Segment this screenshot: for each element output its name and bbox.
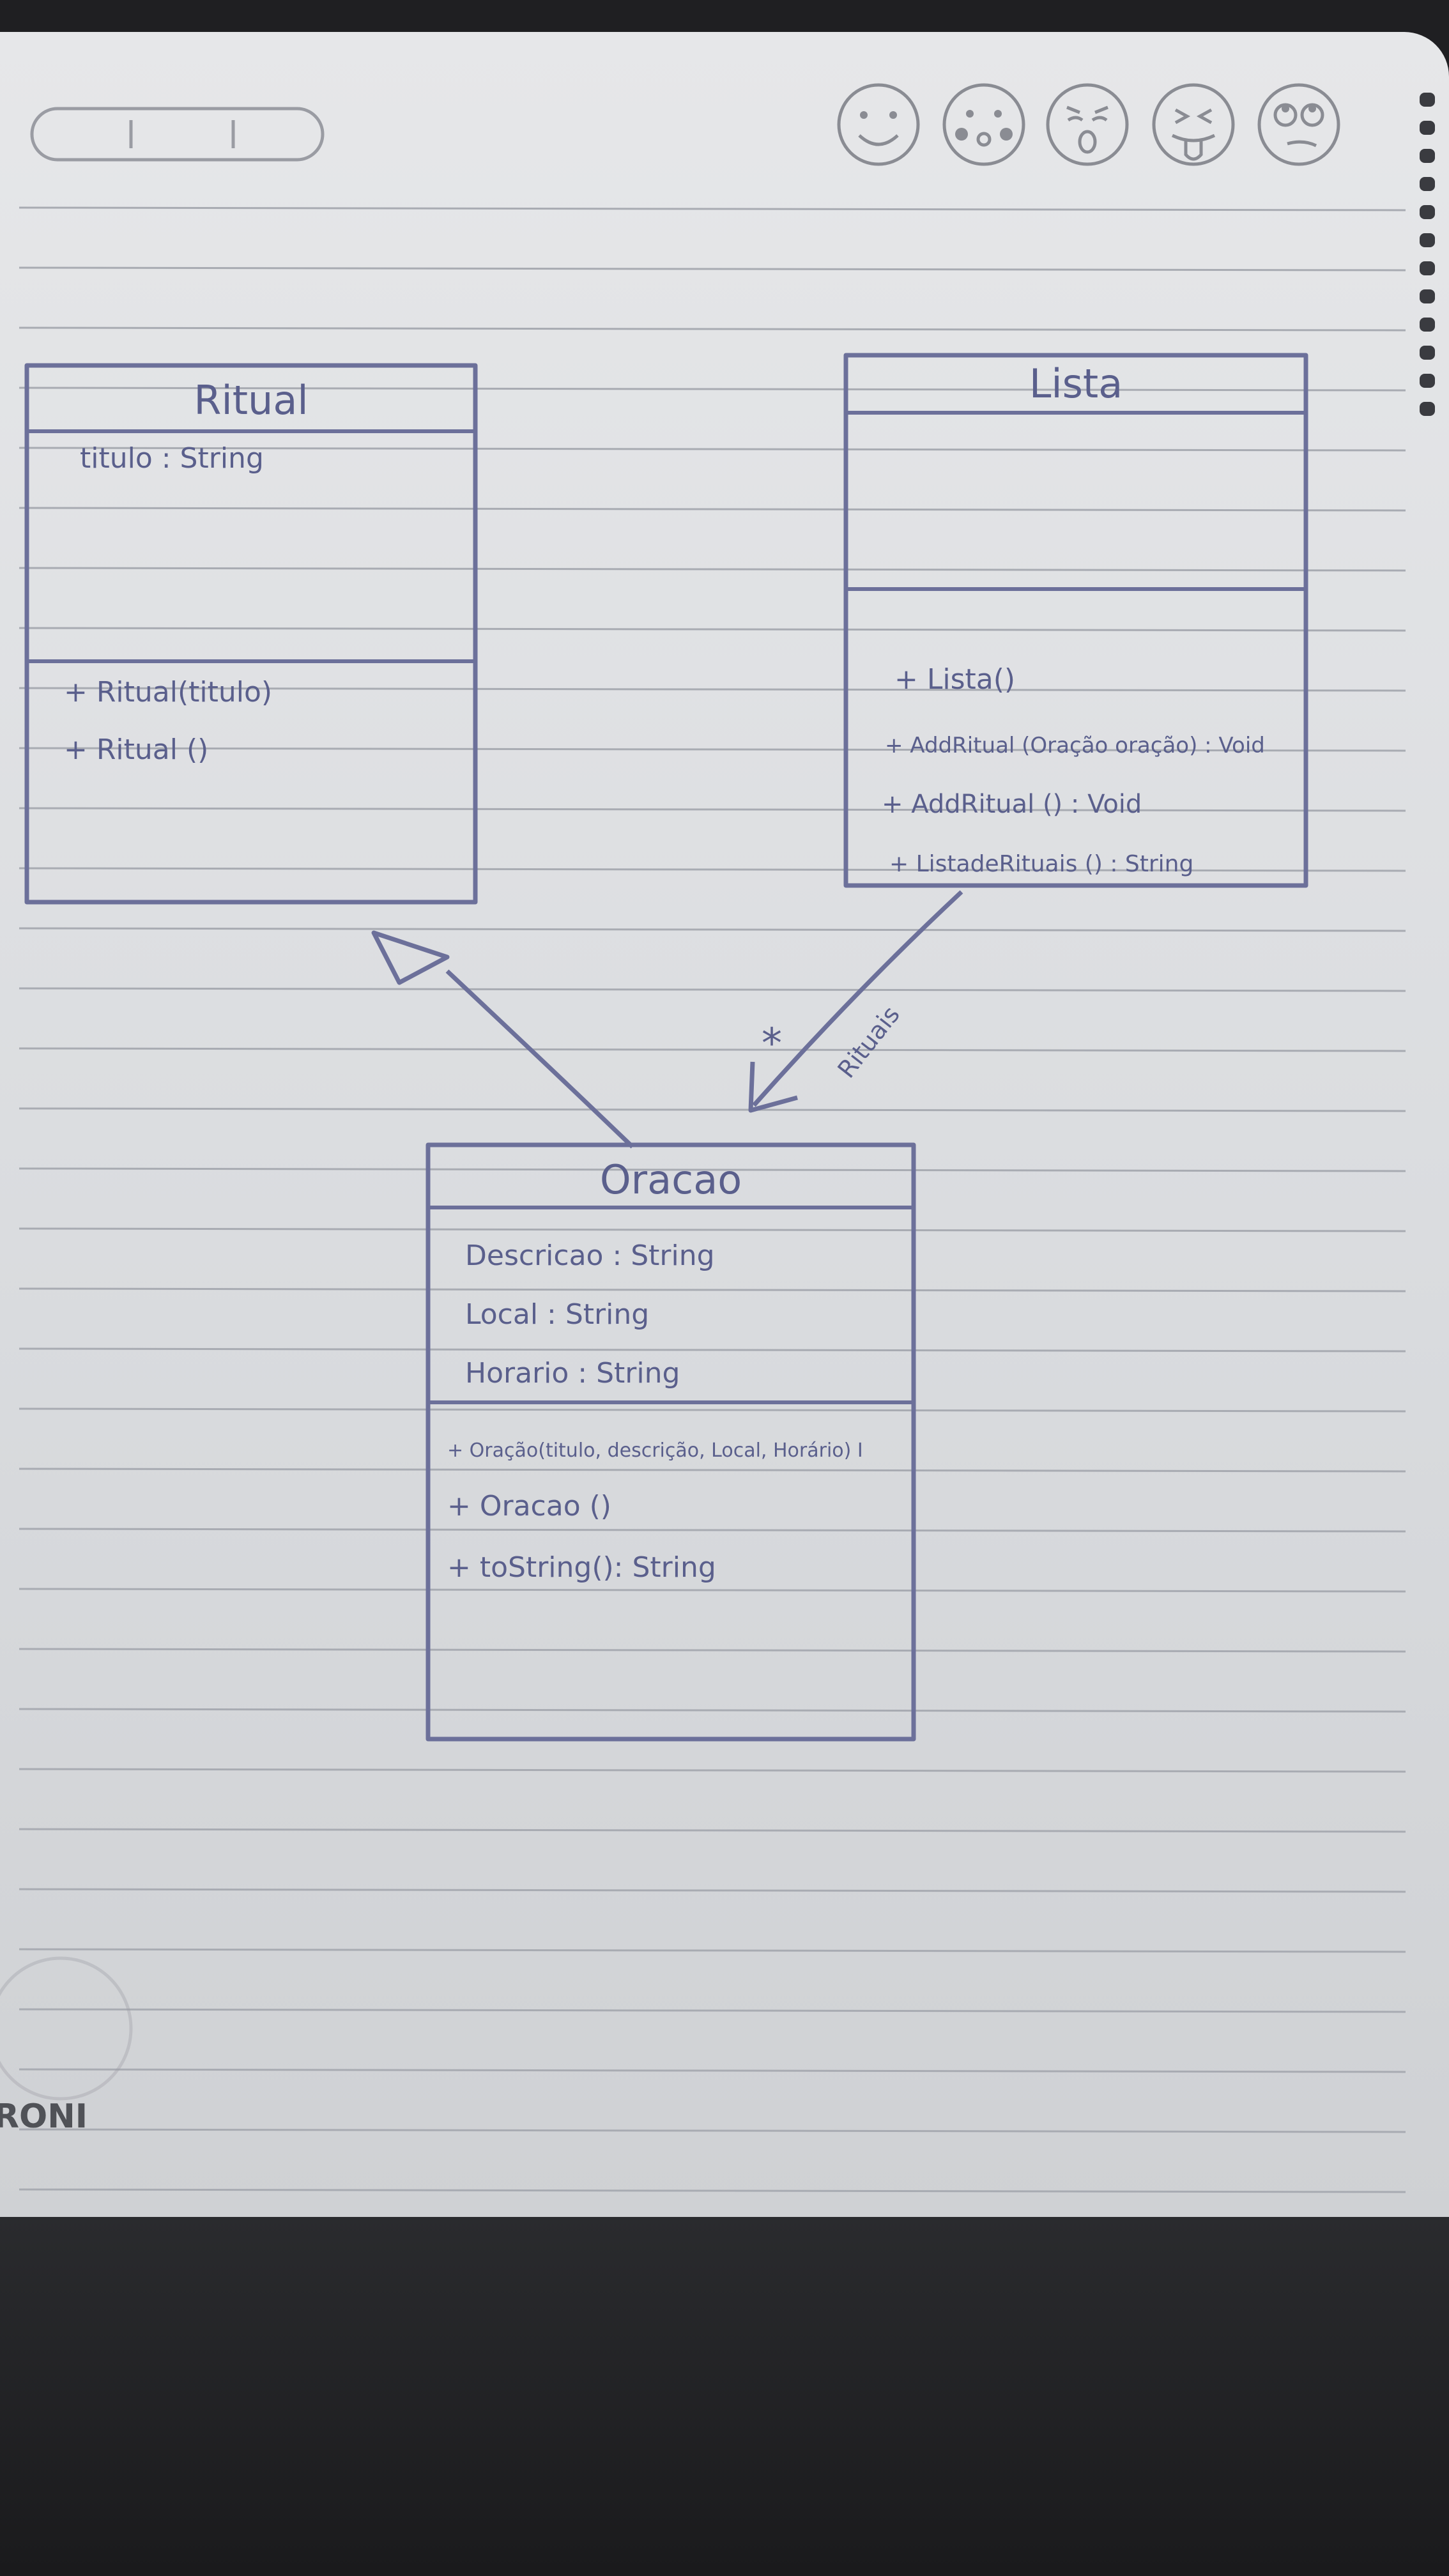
ruled-lines (19, 206, 1406, 2193)
spiral-hole (1420, 289, 1435, 303)
attribute-horario: Horario : String (465, 1357, 680, 1390)
brand-stamp: RONI (0, 1956, 133, 2136)
ruled-line (19, 326, 1406, 332)
class-name-lista: Lista (1029, 360, 1123, 407)
ruled-line (19, 2068, 1406, 2073)
association-multiplicity: * (762, 1020, 782, 1068)
association-label: Rituais (832, 1000, 905, 1083)
attribute-descricao: Descricao : String (465, 1239, 715, 1272)
ruled-line (19, 1768, 1406, 1773)
ruled-line (19, 1407, 1406, 1413)
mood-faces (837, 83, 1340, 166)
ruled-line (19, 2128, 1406, 2133)
ruled-line (19, 1167, 1406, 1172)
ruled-line (19, 1888, 1406, 1893)
method-addritual-void: + AddRitual () : Void (882, 790, 1142, 819)
class-ritual: Ritual titulo : String + Ritual(titulo) … (24, 363, 478, 905)
method-listaderituais: + ListadeRituais () : String (889, 851, 1193, 877)
page-canvas: RONI Ritual titulo : String + Ritual(tit… (0, 83, 1435, 2193)
ruled-line (19, 987, 1406, 992)
cheeks-face-icon (942, 83, 1025, 166)
ruled-line (19, 387, 1406, 392)
method-ritual-empty: + Ritual () (64, 733, 208, 766)
ruled-line (19, 1107, 1406, 1112)
method-lista-constructor: + Lista() (894, 663, 1015, 696)
ruled-line (19, 1708, 1406, 1713)
method-tostring: + toString(): String (447, 1551, 716, 1584)
tongue-face-icon (1152, 83, 1235, 166)
ruled-line (19, 507, 1406, 512)
ruled-line (19, 567, 1406, 572)
surprised-face-icon (1046, 83, 1129, 166)
ruled-line (19, 747, 1406, 752)
spiral-hole (1420, 93, 1435, 107)
ruled-line (19, 206, 1406, 211)
spiral-hole (1420, 346, 1435, 360)
ruled-line (19, 927, 1406, 932)
brand-text: RONI (0, 2097, 88, 2136)
ruled-line (19, 2008, 1406, 2013)
class-lista: Lista + Lista() + AddRitual (Oração oraç… (843, 353, 1308, 888)
ruled-line (19, 807, 1406, 812)
method-oracao-empty: + Oracao () (447, 1490, 611, 1522)
association-arrow: * Rituais (748, 890, 963, 1113)
spiral-hole (1420, 205, 1435, 219)
date-field (30, 107, 325, 162)
ruled-line (19, 2188, 1406, 2193)
generalization-arrow (371, 930, 634, 1149)
spiral-hole (1420, 233, 1435, 247)
class-name-oracao: Oracao (600, 1156, 742, 1203)
spiral-hole (1420, 261, 1435, 275)
spiral-hole (1420, 402, 1435, 416)
ruled-line (19, 266, 1406, 272)
ruled-line (19, 627, 1406, 632)
ruled-line (19, 1948, 1406, 1953)
ruled-line (19, 1047, 1406, 1052)
desk-background (0, 2217, 1449, 2576)
ruled-line (19, 867, 1406, 872)
spiral-hole (1420, 318, 1435, 332)
class-name-ritual: Ritual (194, 377, 308, 424)
ruled-line (19, 447, 1406, 452)
attribute-local: Local : String (465, 1298, 649, 1331)
method-ritual-titulo: + Ritual(titulo) (64, 676, 272, 709)
spiral-hole (1420, 149, 1435, 163)
smile-face-icon (837, 83, 920, 166)
class-oracao: Oracao Descricao : String Local : String… (425, 1142, 916, 1742)
ruled-line (19, 1828, 1406, 1833)
method-addritual-oracao: + AddRitual (Oração oração) : Void (885, 733, 1265, 758)
ruled-line (19, 1528, 1406, 1533)
rolling-eyes-face-icon (1257, 83, 1340, 166)
ruled-line (19, 1648, 1406, 1653)
attribute-titulo: titulo : String (80, 442, 264, 475)
notebook-page: RONI Ritual titulo : String + Ritual(tit… (0, 32, 1449, 2217)
ruled-line (19, 1588, 1406, 1593)
spiral-holes (1420, 93, 1435, 416)
ruled-line (19, 1287, 1406, 1292)
ruled-line (19, 1347, 1406, 1353)
ruled-line (19, 687, 1406, 692)
spiral-hole (1420, 177, 1435, 191)
ruled-line (19, 1227, 1406, 1232)
spiral-hole (1420, 121, 1435, 135)
ruled-line (19, 1468, 1406, 1473)
spiral-hole (1420, 374, 1435, 388)
method-oracao-full: + Oração(titulo, descrição, Local, Horár… (447, 1439, 863, 1462)
